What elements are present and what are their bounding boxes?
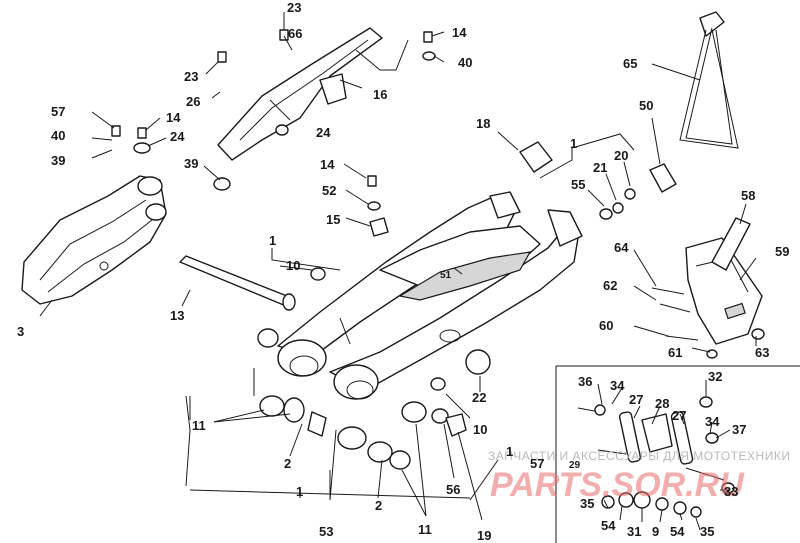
- callout-29: 29: [569, 460, 581, 471]
- callout-26: 26: [186, 94, 200, 109]
- chain-slider-3: [21, 175, 167, 305]
- callout-18: 18: [476, 116, 490, 131]
- callout-24: 24: [316, 125, 331, 140]
- callout-40: 40: [458, 55, 472, 70]
- callout-36: 36: [578, 374, 592, 389]
- callout-14: 14: [452, 25, 467, 40]
- callout-28: 28: [655, 396, 669, 411]
- leader-lines: [39, 12, 757, 531]
- callout-21: 21: [593, 160, 607, 175]
- callout-58: 58: [741, 188, 755, 203]
- callout-65: 65: [623, 56, 637, 71]
- callout-59: 59: [775, 244, 789, 259]
- callout-15: 15: [326, 212, 340, 227]
- callout-24: 24: [170, 129, 185, 144]
- watermark: ЗАПЧАСТИ И АКСЕССУАРЫ ДЛЯ МОТОТЕХНИКИ PA…: [488, 449, 790, 504]
- callout-66: 66: [288, 26, 302, 41]
- callout-32: 32: [708, 369, 722, 384]
- axle-13: [179, 255, 296, 311]
- callout-35: 35: [580, 496, 594, 511]
- callout-20: 20: [614, 148, 628, 163]
- callout-35: 35: [700, 524, 714, 539]
- fasteners: [111, 29, 765, 359]
- callout-54: 54: [670, 524, 685, 539]
- callout-64: 64: [614, 240, 629, 255]
- callout-27: 27: [629, 392, 643, 407]
- callout-61: 61: [668, 345, 682, 360]
- block-50: [649, 163, 677, 193]
- callout-34: 34: [610, 378, 625, 393]
- stand-65: [679, 11, 739, 149]
- bushings: [257, 328, 491, 470]
- callout-19: 19: [477, 528, 491, 543]
- callout-1: 1: [570, 136, 577, 151]
- callout-39: 39: [51, 153, 65, 168]
- callout-52: 52: [322, 183, 336, 198]
- callout-57: 57: [530, 456, 544, 471]
- callout-27: 27: [672, 408, 686, 423]
- callout-3: 3: [17, 324, 24, 339]
- callout-31: 31: [627, 524, 641, 539]
- callout-62: 62: [603, 278, 617, 293]
- callout-37: 37: [732, 422, 746, 437]
- block-18: [519, 141, 553, 173]
- callout-9: 9: [652, 524, 659, 539]
- callout-34: 34: [705, 414, 720, 429]
- callout-56: 56: [446, 482, 460, 497]
- callout-40: 40: [51, 128, 65, 143]
- watermark-tagline: ЗАПЧАСТИ И АКСЕССУАРЫ ДЛЯ МОТОТЕХНИКИ: [488, 449, 790, 463]
- chain-guard-16: [217, 27, 383, 161]
- callout-1: 1: [296, 484, 303, 499]
- callout-labels: 23 66 23 26 16 24 39 14 40 57 14 40 24 3…: [17, 0, 789, 543]
- callout-14: 14: [166, 110, 181, 125]
- strip-58: [711, 217, 751, 271]
- callout-22: 22: [472, 390, 486, 405]
- callout-60: 60: [599, 318, 613, 333]
- watermark-site: PARTS.SOR.RU: [490, 466, 745, 504]
- callout-53: 53: [319, 524, 333, 539]
- callout-39: 39: [184, 156, 198, 171]
- callout-63: 63: [755, 345, 769, 360]
- callout-23: 23: [184, 69, 198, 84]
- callout-54: 54: [601, 518, 616, 533]
- callout-50: 50: [639, 98, 653, 113]
- callout-57: 57: [51, 104, 65, 119]
- detail-inset: [555, 365, 800, 543]
- callout-13: 13: [170, 308, 184, 323]
- swing-arm-1: [277, 191, 583, 400]
- callout-11: 11: [418, 522, 432, 537]
- callout-33: 33: [724, 484, 738, 499]
- callout-1: 1: [269, 233, 276, 248]
- callout-51: 51: [440, 270, 452, 281]
- callout-1: 1: [506, 444, 513, 459]
- callout-55: 55: [571, 177, 585, 192]
- callout-10: 10: [286, 258, 300, 273]
- callout-14: 14: [320, 157, 335, 172]
- callout-16: 16: [373, 87, 387, 102]
- callout-10: 10: [473, 422, 487, 437]
- callout-2: 2: [375, 498, 382, 513]
- callout-11: 11: [192, 418, 206, 433]
- callout-23: 23: [287, 0, 301, 15]
- callout-2: 2: [284, 456, 291, 471]
